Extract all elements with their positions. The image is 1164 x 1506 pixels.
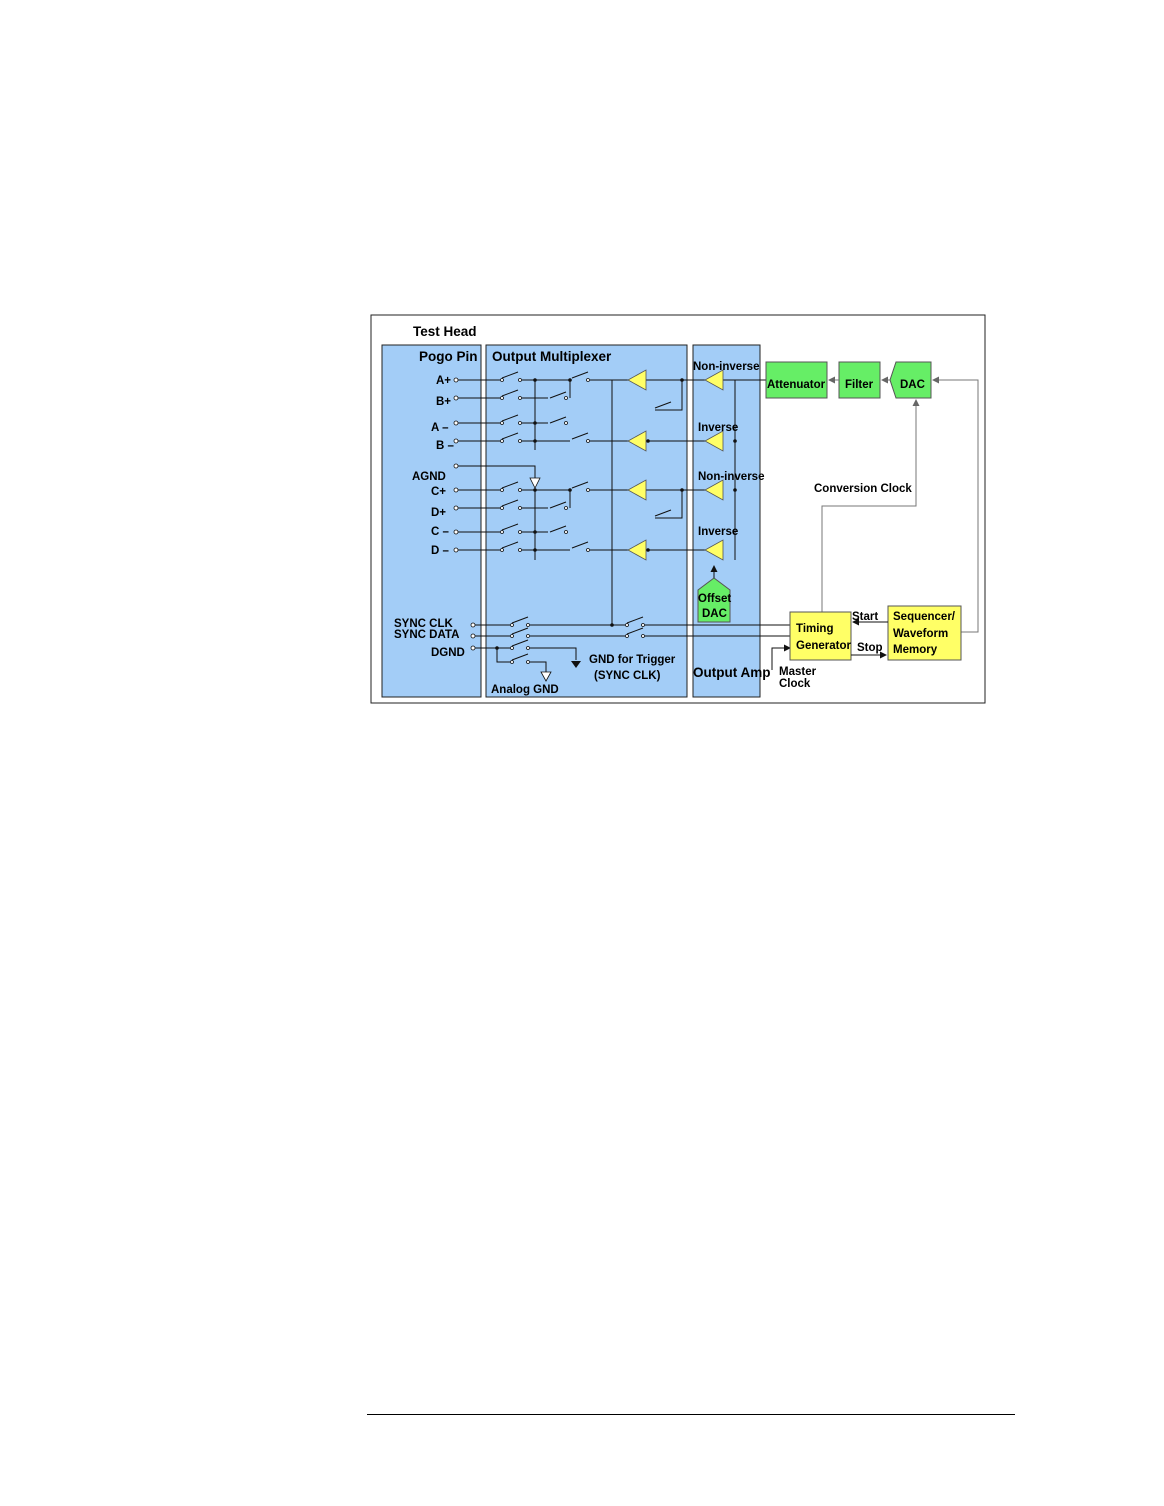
test-head-title: Test Head	[413, 324, 477, 339]
pin-label-a-plus: A+	[436, 375, 451, 387]
pin-label-agnd: AGND	[412, 471, 446, 483]
mux-amplifiers	[627, 369, 647, 561]
timing-generator-label-2: Generator	[796, 640, 851, 652]
amp-label-non-inverse-1: Non-inverse	[693, 361, 759, 373]
pin-label-d-plus: D+	[431, 507, 446, 519]
stop-label: Stop	[857, 642, 883, 654]
sequencer-label-1: Sequencer/	[893, 611, 956, 623]
attenuator-label: Attenuator	[767, 379, 826, 391]
pin-label-b-minus: B –	[436, 440, 455, 452]
pin-label-dgnd: DGND	[431, 647, 465, 659]
master-clock-label-2: Clock	[779, 678, 811, 690]
pin-label-c-plus: C+	[431, 486, 446, 498]
filter-block	[838, 361, 881, 399]
pogo-pins	[453, 377, 476, 651]
amp-label-non-inverse-2: Non-inverse	[698, 471, 764, 483]
output-amplifiers	[704, 369, 724, 561]
pogo-pin-panel	[381, 344, 482, 698]
trigger-ground-icon	[571, 661, 581, 668]
pin-label-d-minus: D –	[431, 545, 450, 557]
analog-ground-icon	[540, 671, 552, 682]
offset-dac-label-1: Offset	[698, 593, 731, 605]
timing-generator-block	[789, 611, 852, 661]
pin-label-c-minus: C –	[431, 526, 450, 538]
dac-block	[889, 361, 932, 399]
output-multiplexer-header: Output Multiplexer	[492, 349, 612, 364]
sequencer-label-2: Waveform	[893, 628, 948, 640]
gnd-trigger-label-1: GND for Trigger	[589, 654, 676, 666]
pogo-pin-header: Pogo Pin	[419, 349, 478, 364]
output-amp-panel	[692, 344, 761, 698]
attenuator-block	[765, 361, 828, 399]
filter-label: Filter	[845, 379, 874, 391]
agnd-ground-icon	[529, 477, 541, 489]
start-label: Start	[852, 611, 878, 623]
signal-wires	[458, 379, 791, 672]
relay-switches	[500, 371, 672, 664]
pin-label-sync-data: SYNC DATA	[394, 629, 459, 641]
conversion-clock-label: Conversion Clock	[814, 483, 912, 495]
offset-dac-block	[697, 577, 731, 623]
sequencer-block	[887, 605, 962, 661]
amp-label-inverse-1: Inverse	[698, 422, 738, 434]
offset-dac-label-2: DAC	[702, 608, 727, 620]
gnd-trigger-label-2: (SYNC CLK)	[594, 670, 661, 682]
pin-label-a-minus: A –	[431, 422, 449, 434]
master-clock-label-1: Master	[779, 666, 817, 678]
pin-label-b-plus: B+	[436, 396, 451, 408]
output-amp-header: Output Amp	[693, 665, 770, 680]
dac-label: DAC	[900, 379, 925, 391]
timing-generator-label-1: Timing	[796, 623, 833, 635]
amp-label-inverse-2: Inverse	[698, 526, 738, 538]
analog-gnd-label: Analog GND	[491, 684, 559, 696]
conversion-clock-wire	[821, 399, 920, 612]
footer-rule	[367, 1414, 1015, 1415]
sequencer-label-3: Memory	[893, 644, 938, 656]
output-multiplexer-panel	[485, 344, 688, 698]
junction-dots	[495, 378, 737, 650]
sequencer-to-dac-wire	[932, 376, 979, 633]
pin-label-sync-clk: SYNC CLK	[394, 618, 453, 630]
